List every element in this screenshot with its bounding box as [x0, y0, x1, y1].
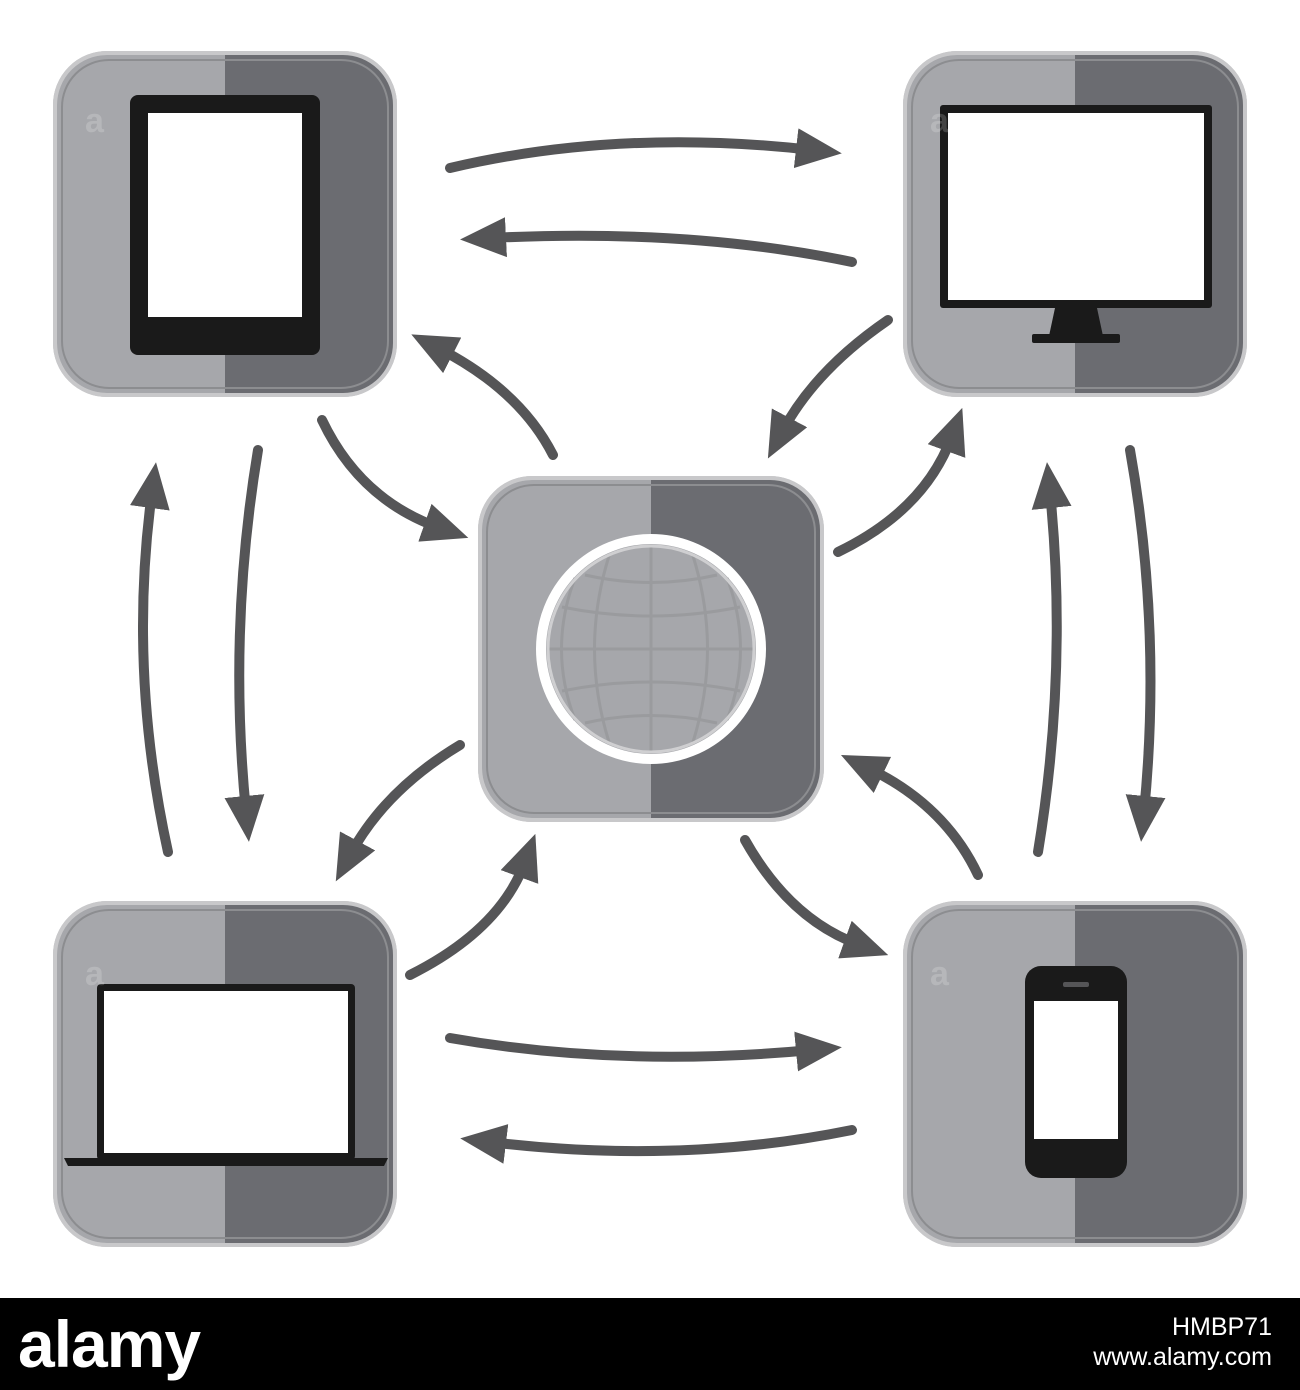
watermark-marks: a a a a: [85, 102, 950, 993]
arrow-tablet-to-monitor: [445, 128, 842, 173]
svg-text:a: a: [930, 955, 950, 993]
arrow-monitor-to-center: [767, 315, 893, 459]
connection-arrows: [130, 128, 1166, 1164]
globe-node: [478, 476, 824, 822]
svg-text:a: a: [930, 102, 950, 140]
device-network-diagram: a a a a: [53, 51, 1247, 1247]
monitor-icon: [940, 105, 1212, 343]
arrow-center-to-tablet: [411, 334, 558, 460]
footer-meta: HMBP71 www.alamy.com: [1093, 1312, 1272, 1372]
footer-url: www.alamy.com: [1093, 1343, 1272, 1371]
arrow-center-to-phone: [740, 835, 889, 959]
svg-text:a: a: [85, 955, 105, 993]
footer-bar: alamy HMBP71 www.alamy.com: [0, 1298, 1300, 1390]
arrow-monitor-to-tablet: [460, 217, 857, 267]
arrow-phone-to-laptop: [460, 1124, 857, 1164]
arrow-tablet-to-laptop: [224, 445, 265, 842]
globe-icon: [536, 534, 766, 764]
arrow-monitor-to-phone: [1125, 445, 1166, 842]
arrow-laptop-to-phone: [445, 1031, 842, 1072]
arrow-center-to-laptop: [335, 740, 465, 882]
desktop-monitor-node: [903, 51, 1247, 397]
tablet-icon: [130, 95, 320, 355]
laptop-icon: [64, 984, 388, 1166]
arrow-laptop-to-tablet: [130, 462, 173, 857]
alamy-logo: alamy: [18, 1307, 201, 1381]
arrow-center-to-monitor: [833, 407, 966, 557]
smartphone-node: [903, 901, 1247, 1247]
arrow-phone-to-center: [840, 754, 983, 880]
arrow-laptop-to-center: [405, 833, 539, 980]
image-id: HMBP71: [1171, 1313, 1272, 1341]
arrow-tablet-to-center: [317, 415, 469, 542]
arrow-phone-to-monitor: [1031, 462, 1072, 857]
phone-icon: [1025, 966, 1127, 1178]
laptop-node: [53, 901, 397, 1247]
tablet-node: [53, 51, 397, 397]
svg-text:a: a: [85, 102, 105, 140]
